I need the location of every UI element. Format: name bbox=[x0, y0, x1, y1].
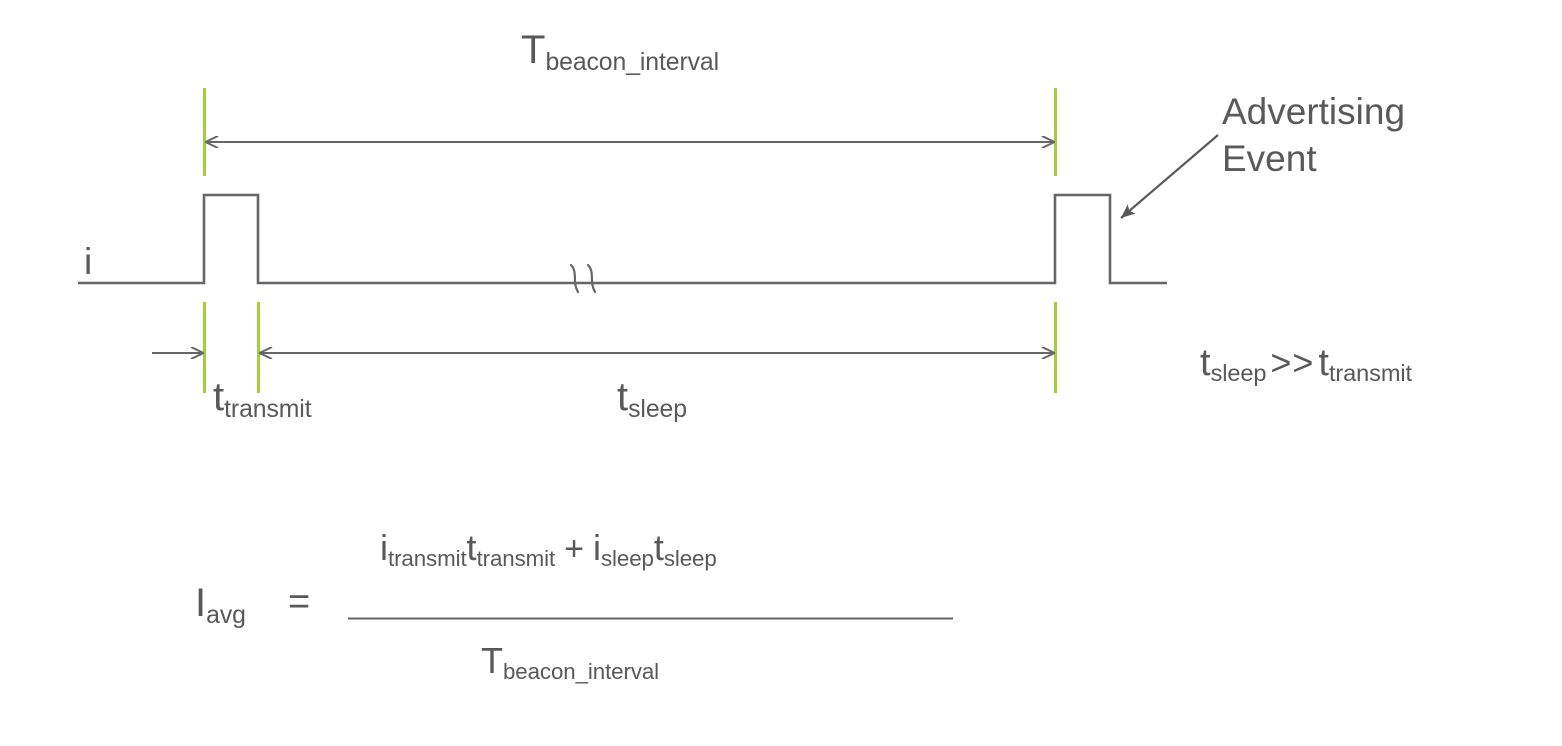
denominator-base: T bbox=[481, 640, 503, 681]
formula-denominator: Tbeacon_interval bbox=[481, 640, 659, 683]
transmit-time-label-base: t bbox=[213, 375, 225, 419]
formula-result-subscript: avg bbox=[206, 601, 246, 629]
inequality-right-subscript: transmit bbox=[1328, 360, 1412, 387]
beacon-interval-label: Tbeacon_interval bbox=[521, 28, 719, 75]
inequality-operator: >> bbox=[1270, 342, 1315, 383]
marker-lines bbox=[203, 88, 1057, 393]
current-waveform bbox=[78, 193, 1167, 285]
transmit-time-label-subscript: transmit bbox=[224, 395, 312, 423]
formula-result-base: I bbox=[195, 581, 207, 625]
sleep-time-label: tsleep bbox=[617, 375, 687, 422]
numerator-term1-subscript: transmit bbox=[388, 546, 467, 572]
numerator-term3-base: i bbox=[592, 527, 601, 568]
advertising-event-pointer-arrow bbox=[1120, 134, 1219, 219]
numerator-term1-base: i bbox=[380, 527, 388, 568]
inequality-right-base: t bbox=[1318, 342, 1329, 384]
numerator-term2-subscript: transmit bbox=[476, 546, 556, 572]
denominator-subscript: beacon_interval bbox=[503, 659, 660, 685]
numerator-term3-subscript: sleep bbox=[600, 546, 654, 572]
formula-result-label: Iavg bbox=[195, 581, 246, 628]
numerator-term4-subscript: sleep bbox=[663, 546, 717, 572]
inequality-left-subscript: sleep bbox=[1210, 360, 1267, 387]
beacon-interval-label-base: T bbox=[521, 28, 546, 72]
transmit-time-label: ttransmit bbox=[213, 375, 312, 422]
current-axis-label: i bbox=[84, 241, 93, 282]
numerator-operator: + bbox=[564, 530, 584, 568]
advertising-event-line2: Event bbox=[1222, 138, 1317, 180]
advertising-event-line1: Advertising bbox=[1222, 91, 1406, 132]
sleep-time-label-subscript: sleep bbox=[628, 395, 687, 423]
sleep-time-label-base: t bbox=[617, 375, 629, 419]
formula-equals-sign: = bbox=[288, 581, 311, 623]
inequality-left-base: t bbox=[1200, 342, 1211, 384]
numerator-term4-base: t bbox=[653, 527, 664, 568]
inequality-label: tsleep>>ttransmit bbox=[1200, 342, 1412, 385]
break-symbol bbox=[569, 263, 597, 294]
beacon-interval-label-subscript: beacon_interval bbox=[545, 48, 720, 76]
formula-numerator: itransmitttransmit+isleeptsleep bbox=[380, 527, 717, 570]
numerator-term2-base: t bbox=[466, 527, 477, 568]
